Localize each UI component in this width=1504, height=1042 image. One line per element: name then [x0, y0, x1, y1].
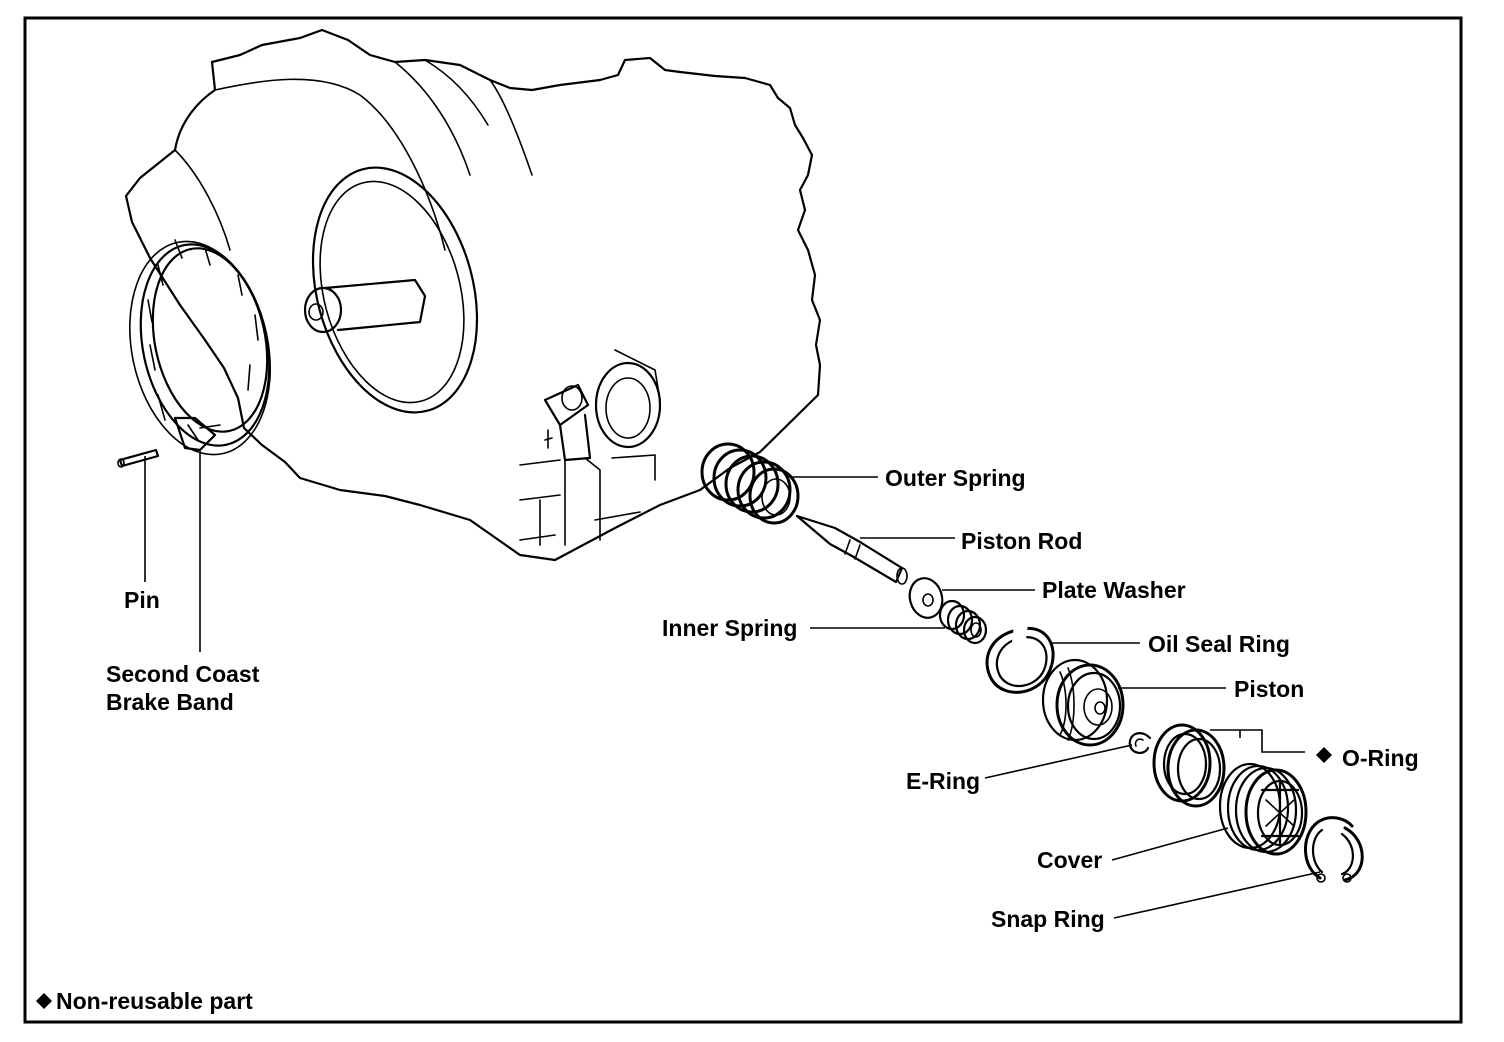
plate-washer [908, 577, 944, 619]
label-plate-washer: Plate Washer [1042, 577, 1186, 603]
label-brake-band-line1: Second Coast [106, 661, 260, 687]
piston [1041, 658, 1125, 747]
legend-diamond-icon [36, 993, 52, 1009]
label-pin: Pin [124, 587, 160, 613]
label-brake-band-line2: Brake Band [106, 689, 234, 715]
label-piston-rod: Piston Rod [961, 528, 1082, 554]
oil-seal-ring [985, 624, 1055, 694]
label-snap-ring: Snap Ring [991, 906, 1105, 932]
cover [1218, 762, 1308, 856]
piston-rod [795, 514, 908, 585]
inner-spring [938, 599, 988, 645]
label-cover: Cover [1037, 847, 1102, 873]
transmission-case [124, 28, 822, 562]
e-ring [1128, 732, 1152, 754]
label-e-ring: E-Ring [906, 768, 980, 794]
label-o-ring: O-Ring [1342, 745, 1419, 771]
leader-lines [144, 450, 1321, 919]
second-coast-brake-band [128, 239, 272, 456]
label-inner-spring: Inner Spring [662, 615, 797, 641]
pin [117, 448, 160, 468]
label-piston: Piston [1234, 676, 1304, 702]
outer-spring [700, 442, 800, 525]
label-outer-spring: Outer Spring [885, 465, 1026, 491]
o-rings [1152, 723, 1226, 808]
legend-non-reusable-part: Non-reusable part [56, 988, 253, 1014]
black-diamond-icon [1316, 747, 1332, 763]
snap-ring [1304, 816, 1364, 883]
diagram-frame [23, 16, 1463, 1024]
label-oil-seal-ring: Oil Seal Ring [1148, 631, 1290, 657]
